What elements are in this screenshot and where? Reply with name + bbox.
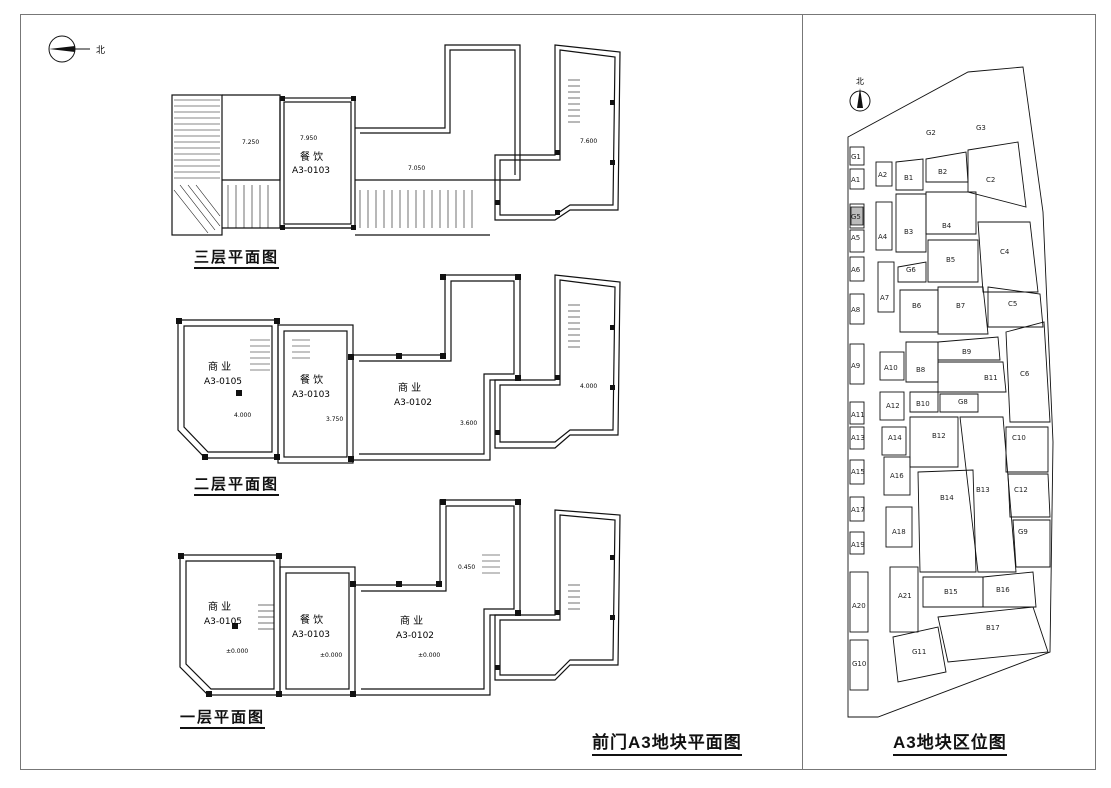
elevation-label: 4.000 (234, 412, 251, 419)
plot-label: B9 (962, 348, 971, 356)
plot-label: G9 (1018, 528, 1028, 536)
unit-use-label: 商 业 (400, 614, 423, 627)
plot-label: C4 (1000, 248, 1010, 256)
plot-label: G10 (852, 660, 866, 668)
unit-code-label: A3-0103 (292, 166, 330, 176)
first-floor-plan: 商 业 A3-0105 餐 饮 A3-0103 商 业 A3-0102 ±0.0… (178, 499, 621, 697)
plot-label: C12 (1014, 486, 1028, 494)
plot-label: B16 (996, 586, 1010, 594)
third-floor-title: 三层平面图 (194, 249, 280, 269)
plot-label: A6 (851, 266, 861, 274)
plot-label: A11 (851, 411, 865, 419)
plot-label: G3 (976, 124, 986, 132)
plot-label: A8 (851, 306, 860, 314)
plot-label: A12 (886, 402, 900, 410)
unit-use-label: 商 业 (398, 381, 421, 394)
plot-label: A15 (851, 468, 865, 476)
plot-label: A2 (878, 171, 887, 179)
plot-label: G6 (906, 266, 916, 274)
plot-label: B1 (904, 174, 913, 182)
elevation-label: 3.600 (460, 420, 477, 427)
unit-code-label: A3-0102 (394, 398, 432, 408)
plot-label: A21 (898, 592, 912, 600)
elevation-label: 7.250 (242, 139, 259, 146)
plot-label: A9 (851, 362, 860, 370)
plan-sheet-title: 前门A3地块平面图 (592, 733, 742, 756)
unit-code-label: A3-0105 (204, 617, 242, 627)
north-compass-left: 北 (48, 35, 105, 63)
plot-label: A4 (878, 233, 888, 241)
plot-label: A5 (851, 234, 860, 242)
plot-label: A10 (884, 364, 898, 372)
site-location-map: 北 (847, 66, 1054, 718)
plot-label: A16 (890, 472, 904, 480)
unit-code-label: A3-0103 (292, 390, 330, 400)
plot-label: C6 (1020, 370, 1030, 378)
plot-label: B3 (904, 228, 913, 236)
plot-label: A20 (852, 602, 866, 610)
elevation-label: 7.950 (300, 135, 317, 142)
north-label: 北 (96, 45, 105, 56)
unit-use-label: 商 业 (208, 360, 231, 373)
elevation-label: ±0.000 (320, 652, 342, 659)
plot-label: B7 (956, 302, 965, 310)
north-label: 北 (856, 77, 864, 86)
plot-label: B14 (940, 494, 954, 502)
unit-use-label: 餐 饮 (300, 373, 323, 386)
elevation-label: 7.600 (580, 138, 597, 145)
plot-label: B8 (916, 366, 925, 374)
elevation-label: 7.050 (408, 165, 425, 172)
plot-label: B11 (984, 374, 998, 382)
plot-label: G1 (851, 153, 861, 161)
elevation-label: 3.750 (326, 416, 343, 423)
plot-label: A17 (851, 506, 865, 514)
second-floor-title: 二层平面图 (194, 476, 280, 496)
plot-label: B10 (916, 400, 930, 408)
sheet-frame (20, 14, 1096, 770)
plot-label: A13 (851, 434, 865, 442)
plot-label: B4 (942, 222, 952, 230)
elevation-label: ±0.000 (418, 652, 440, 659)
plot-label: A14 (888, 434, 902, 442)
third-floor-plan: 餐 饮 A3-0103 7.250 7.950 7.050 7.600 (171, 44, 621, 236)
north-arrow-icon (49, 46, 75, 52)
elevation-label: 0.450 (458, 564, 475, 571)
unit-code-label: A3-0102 (396, 631, 434, 641)
plot-label: A7 (880, 294, 889, 302)
unit-use-label: 餐 饮 (300, 150, 323, 163)
plot-label: B5 (946, 256, 955, 264)
plot-label: B15 (944, 588, 958, 596)
plot-label: C10 (1012, 434, 1026, 442)
plot-label: A18 (892, 528, 906, 536)
plot-label: A19 (851, 541, 865, 549)
north-arrow-icon (857, 88, 863, 108)
plot-label: B17 (986, 624, 1000, 632)
plot-label: B12 (932, 432, 946, 440)
plot-label: B6 (912, 302, 922, 310)
unit-use-label: 商 业 (208, 600, 231, 613)
plot-label: G8 (958, 398, 968, 406)
plot-label: B2 (938, 168, 947, 176)
unit-use-label: 餐 饮 (300, 613, 323, 626)
plot-label: C2 (986, 176, 995, 184)
unit-code-label: A3-0103 (292, 630, 330, 640)
plot-label: B13 (976, 486, 990, 494)
plot-label: C5 (1008, 300, 1017, 308)
location-sheet-title: A3地块区位图 (893, 733, 1007, 756)
plot-label: G5 (851, 213, 861, 221)
plot-label: G2 (926, 129, 936, 137)
unit-code-label: A3-0105 (204, 377, 242, 387)
first-floor-title: 一层平面图 (180, 709, 266, 729)
elevation-label: ±0.000 (226, 648, 248, 655)
plot-label: A1 (851, 176, 860, 184)
sheet-divider (802, 14, 803, 770)
elevation-label: 4.000 (580, 383, 597, 390)
plot-label: G11 (912, 648, 926, 656)
second-floor-plan: 商 业 A3-0105 餐 饮 A3-0103 商 业 A3-0102 4.00… (176, 274, 621, 464)
